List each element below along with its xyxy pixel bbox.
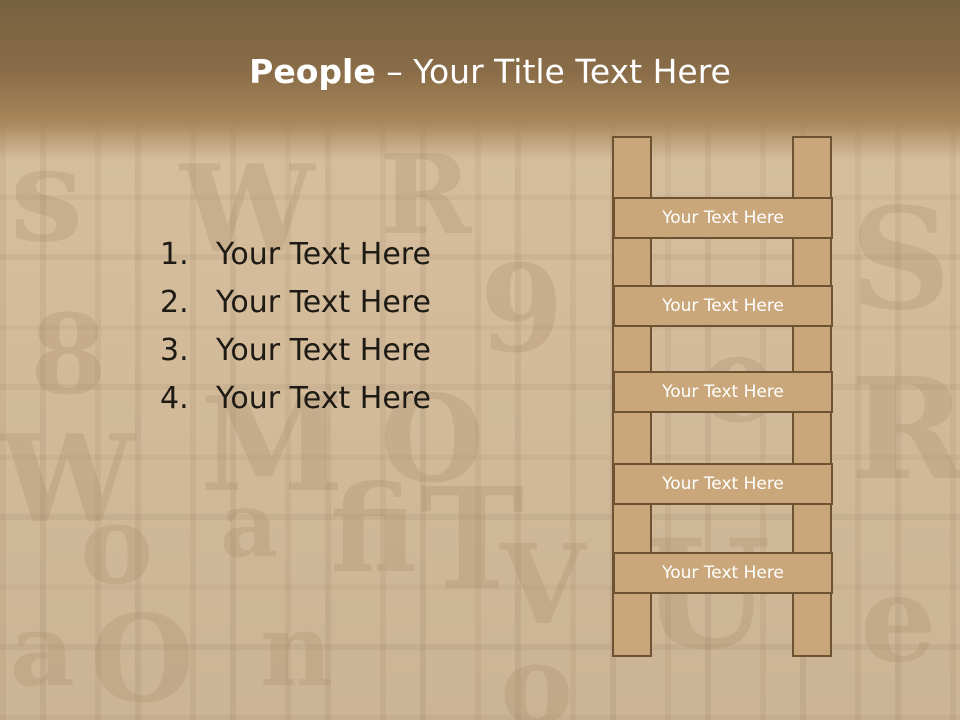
numbered-list: 1. Your Text Here 2. Your Text Here 3. Your… [160,234,431,426]
background-glyph: U [640,507,771,683]
background-glyph: a [220,472,279,578]
list-item: 2. Your Text Here [160,282,431,330]
list-number: 2. [160,285,189,320]
background-glyph: o [500,620,574,720]
list-number: 3. [160,333,189,368]
background-glyph: W [0,409,135,550]
ladder-rung [613,237,833,285]
header-band [0,0,960,160]
background-glyph: a [10,591,75,709]
background-glyph: R [850,348,960,512]
background-glyph: e [860,549,937,690]
ladder-step-3: Your Text Here [613,371,833,413]
background-glyph: fi [330,459,418,600]
ladder-step-1: Your Text Here [613,197,833,239]
background-glyph: O [380,369,485,510]
list-text: Your Text Here [216,237,431,272]
background-glyph: M [200,368,344,521]
list-item: 1. Your Text Here [160,234,431,282]
background-glyph: S [850,178,952,342]
slide-title: People – Your Title Text Here [0,52,960,91]
list-item: 4. Your Text Here [160,378,431,426]
title-bold: People [249,52,376,91]
list-text: Your Text Here [216,285,431,320]
background-glyph: n [260,591,333,709]
list-number: 1. [160,237,189,272]
title-rest: – Your Title Text Here [375,52,731,91]
background-glyph: O [90,589,195,720]
ladder-step-4: Your Text Here [613,463,833,505]
list-item: 3. Your Text Here [160,330,431,378]
ladder-step-5: Your Text Here [613,552,833,594]
background-glyph: o [80,480,154,609]
background-glyph: 9 [480,239,564,380]
ladder-step-2: Your Text Here [613,285,833,327]
background-glyph: T [420,458,525,622]
list-text: Your Text Here [216,333,431,368]
background-glyph: W [180,139,315,280]
list-number: 4. [160,381,189,416]
background-glyph: V [500,520,586,649]
list-text: Your Text Here [216,381,431,416]
background-glyph: 8 [30,290,107,419]
